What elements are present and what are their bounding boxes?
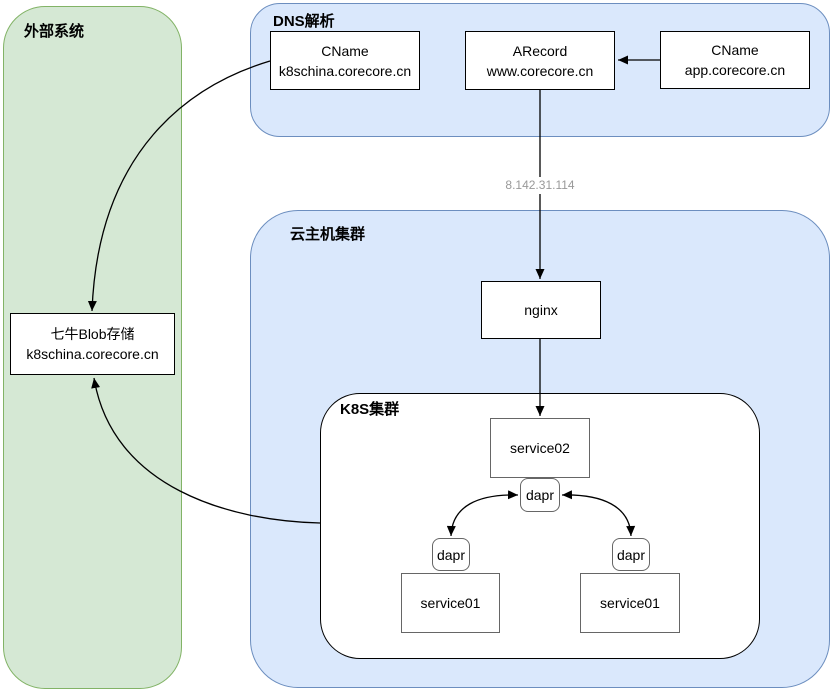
node-dapr-middle-label: dapr (525, 487, 555, 503)
cloud-cluster-title: 云主机集群 (290, 226, 366, 243)
node-service01-left-label: service01 (420, 595, 481, 611)
node-dapr-middle: dapr (520, 478, 560, 512)
node-arecord-type: ARecord (512, 42, 568, 59)
edge-ip-label: 8.142.31.114 (500, 177, 580, 194)
node-nginx: nginx (481, 281, 601, 339)
external-system-title: 外部系统 (24, 23, 85, 40)
node-cname-app-type: CName (711, 42, 759, 58)
node-qiniu-blob: 七牛Blob存储 k8schina.corecore.cn (10, 313, 175, 375)
node-cname-k8schina-type: CName (321, 42, 369, 59)
node-nginx-label: nginx (524, 302, 558, 318)
k8s-cluster-title: K8S集群 (340, 401, 400, 418)
node-qiniu-blob-title: 七牛Blob存储 (50, 326, 135, 342)
node-service01-left: service01 (401, 573, 500, 633)
node-service01-right-label: service01 (600, 595, 660, 611)
node-service02: service02 (490, 418, 590, 478)
node-arecord-host: www.corecore.cn (486, 62, 594, 79)
node-cname-k8schina-host: k8schina.corecore.cn (278, 62, 412, 79)
node-service01-right: service01 (580, 573, 680, 633)
node-dapr-right-label: dapr (616, 546, 646, 563)
container-k8s-cluster: K8S集群 (320, 393, 760, 659)
node-dapr-left: dapr (432, 538, 470, 571)
node-cname-k8schina: CName k8schina.corecore.cn (270, 31, 420, 90)
node-cname-app-host: app.corecore.cn (684, 62, 786, 78)
node-dapr-left-label: dapr (436, 546, 466, 563)
node-cname-app: CName app.corecore.cn (660, 31, 810, 89)
node-dapr-right: dapr (612, 538, 650, 571)
node-arecord: ARecord www.corecore.cn (465, 31, 615, 90)
node-service02-label: service02 (510, 440, 570, 456)
dns-title: DNS解析 (273, 13, 335, 30)
node-qiniu-blob-host: k8schina.corecore.cn (26, 346, 159, 362)
